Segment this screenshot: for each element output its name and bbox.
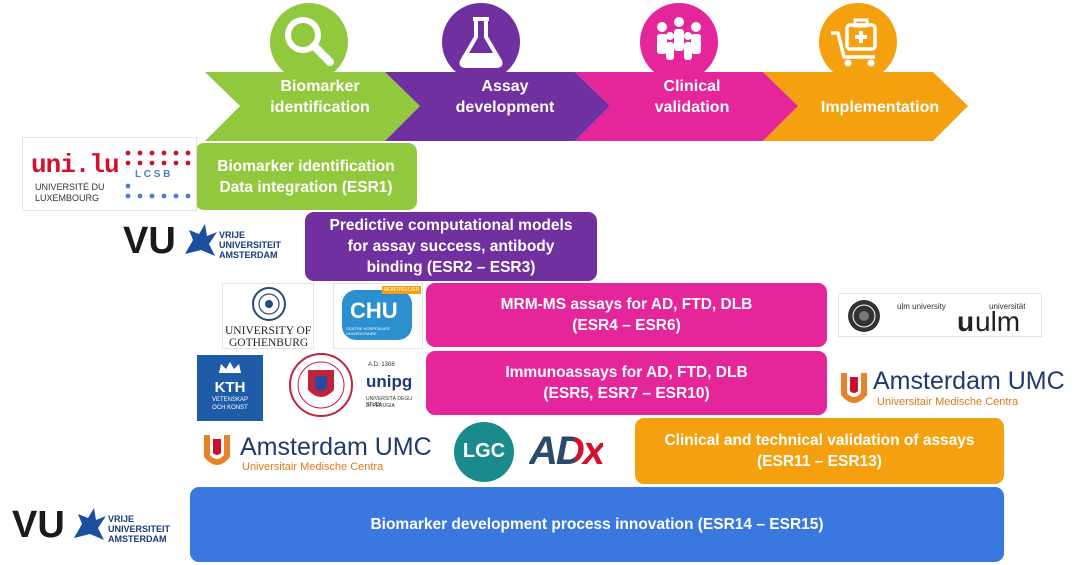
logo-university-of-luxembourg: uni.lu UNIVERSITÉ DU LUXEMBOURG L C S B: [22, 137, 197, 211]
lgc-wordmark: LGC: [462, 440, 506, 462]
ulm-small-text-2: universität: [989, 302, 1026, 311]
adx-text: ADx: [529, 429, 605, 473]
ulm-seal-icon: [848, 300, 880, 332]
chu-tag: MONTPELLIER: [382, 286, 422, 294]
logo-chu-montpellier: MONTPELLIER CHU CENTRE HOSPITALIER UNIVE…: [333, 283, 423, 349]
logo-amsterdam-umc-left: Amsterdam UMC Universitair Medische Cent…: [198, 427, 446, 475]
gothenburg-line2: GOTHENBURG: [229, 337, 309, 349]
box-predictive-models: Predictive computational models for assa…: [305, 212, 597, 281]
vu-line2: UNIVERSITEIT: [219, 240, 282, 250]
implementation-icon-circle: [819, 3, 897, 81]
lcsb-text: L C S B: [135, 169, 171, 180]
red-seal-icon: [289, 353, 353, 417]
logo-lgc: LGC: [452, 422, 518, 484]
kth-line1: VETENSKAP: [211, 397, 248, 403]
unipg-line2: DI PERUGIA: [366, 403, 395, 409]
kth-wordmark: KTH: [214, 379, 246, 396]
logo-adx: ADx: [523, 427, 629, 477]
vu-line1: VRIJE: [219, 230, 246, 240]
box-mrm-ms-assays: MRM-MS assays for AD, FTD, DLB (ESR4 – E…: [426, 283, 827, 347]
unilu-line1: UNIVERSITÉ DU: [35, 182, 105, 192]
vu-wordmark: VU: [123, 220, 176, 262]
stage-label-1: Biomarker identification: [270, 78, 370, 116]
amc-right-subtitle: Universitair Medische Centra: [877, 396, 1019, 408]
stage-arrow-4: [763, 72, 968, 141]
shopping-cart-icon: [831, 18, 877, 67]
unilu-line2: LUXEMBOURG: [35, 193, 100, 203]
box-biomarker-identification: Biomarker identification Data integratio…: [195, 143, 417, 210]
griffin-icon: [74, 508, 106, 540]
chu-wordmark: CHU: [350, 298, 398, 323]
lgc-circle: [454, 422, 514, 482]
logo-amsterdam-umc-right: Amsterdam UMC Universitair Medische Cent…: [833, 365, 1084, 409]
stage-label-2: Assay development: [455, 78, 555, 116]
chu-subtitle: CENTRE HOSPITALIER UNIVERSITAIRE: [346, 326, 390, 336]
box-clinical-validation: Clinical and technical validation of ass…: [635, 418, 1004, 484]
stage-label-4: Implementation: [820, 99, 940, 116]
amc-right-wordmark: Amsterdam UMC: [873, 367, 1065, 395]
lcsb-dots-icon: [125, 150, 191, 199]
stage-label-3: Clinical validation: [654, 78, 730, 116]
ulm-big-u: u: [957, 306, 975, 337]
stage-arrow-3: [575, 72, 798, 141]
logo-vu-amsterdam-1: VU VRIJE UNIVERSITEIT AMSTERDAM: [113, 214, 303, 268]
logo-unipg: A.D. 1308 unipg UNIVERSITÀ DEGLI STUDI D…: [362, 360, 424, 418]
magnifier-icon: [285, 17, 334, 66]
flask-icon: [459, 17, 503, 68]
adx-wordmark: ADx: [529, 429, 605, 474]
vu-line2: UNIVERSITEIT: [108, 524, 171, 534]
kth-line2: OCH KONST: [212, 405, 248, 411]
logo-vu-amsterdam-2: VU VRIJE UNIVERSITEIT AMSTERDAM: [4, 496, 184, 554]
crown-icon: [219, 362, 241, 373]
biomarker-identification-icon-circle: [270, 3, 348, 81]
chu-badge: [342, 290, 412, 340]
unipg-year: A.D. 1308: [368, 362, 395, 368]
assay-development-icon-circle: [442, 3, 520, 81]
logo-university-of-gothenburg: UNIVERSITY OF GOTHENBURG: [222, 283, 314, 349]
people-icon: [657, 17, 701, 60]
amc-left-subtitle: Universitair Medische Centra: [242, 461, 384, 473]
unipg-line1: UNIVERSITÀ DEGLI STUDI: [366, 396, 413, 408]
amc-left-wordmark: Amsterdam UMC: [240, 433, 432, 461]
clinical-validation-icon-circle: [640, 3, 718, 81]
stage-arrow-1: [205, 72, 420, 141]
gothenburg-seal-icon: [252, 287, 286, 321]
pipeline-arrows: [205, 72, 968, 141]
amc-emblem-icon: [841, 373, 867, 403]
vu-line1: VRIJE: [108, 514, 135, 524]
unipg-wordmark: unipg: [366, 372, 413, 391]
vu-line3: AMSTERDAM: [108, 534, 167, 544]
logo-kth: KTH VETENSKAP OCH KONST: [197, 355, 263, 421]
griffin-icon: [185, 224, 217, 256]
box-process-innovation: Biomarker development process innovation…: [190, 487, 1004, 562]
unilu-wordmark: uni.lu: [31, 150, 120, 180]
stage-arrow-2: [385, 72, 610, 141]
vu-wordmark: VU: [12, 504, 65, 546]
gothenburg-line1: UNIVERSITY OF: [225, 325, 312, 337]
ulm-small-text: ulm university: [897, 302, 946, 311]
logo-ulm-university: ulm university universität u ulm: [838, 293, 1042, 337]
ulm-wordmark: ulm: [975, 306, 1021, 337]
logo-university-seal: [282, 352, 358, 418]
box-immunoassays: Immunoassays for AD, FTD, DLB (ESR5, ESR…: [426, 351, 827, 415]
amc-emblem-icon: [204, 435, 230, 465]
vu-line3: AMSTERDAM: [219, 250, 278, 260]
